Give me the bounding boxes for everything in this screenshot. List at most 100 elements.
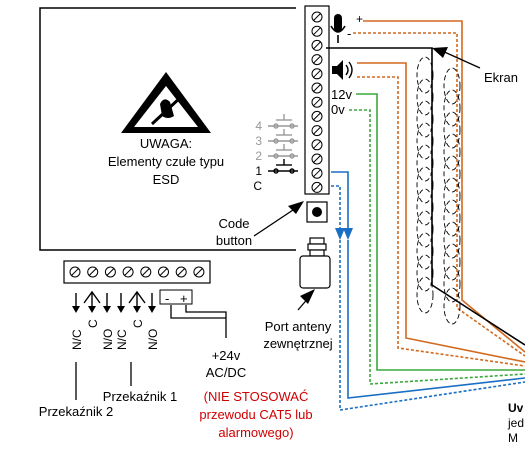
- relay-terminal-screw-slot: [177, 268, 186, 276]
- esd-warning-icon: [121, 72, 211, 133]
- antenna-label-2: zewnętrznej: [263, 336, 332, 351]
- terminal-minus-label: -: [347, 26, 351, 41]
- relay-switches: [268, 114, 298, 174]
- cable-twist-loop: [443, 287, 461, 325]
- cable-twist-loop: [443, 199, 461, 237]
- relay-terminal-screw-slot: [159, 268, 168, 276]
- power-label-1: +24v: [212, 348, 241, 363]
- terminal-12v-label: 12v: [331, 87, 352, 102]
- power-label-2: AC/DC: [206, 365, 246, 380]
- code-button-label-1: Code: [218, 216, 249, 231]
- terminal-screw-slot: [313, 112, 321, 121]
- ekran-arrow: [432, 47, 448, 58]
- cable-twist-loop: [416, 232, 434, 270]
- relay-common-label: C: [253, 179, 262, 193]
- cable-twist-loop: [443, 177, 461, 215]
- code-button-label-2: button: [216, 233, 252, 248]
- relay-terminal-screw-slot: [124, 268, 132, 276]
- cable-twist-loop: [443, 243, 461, 281]
- relay-contact-nc-1: N/C: [115, 329, 129, 350]
- antenna-label-1: Port anteny: [265, 319, 332, 334]
- relay-contact-no-2: N/O: [101, 329, 115, 350]
- cable-twist-loop: [416, 78, 434, 116]
- esd-warning-title: UWAGA:: [140, 136, 192, 151]
- cable-warning-1: (NIE STOSOWAĆ: [204, 389, 309, 404]
- terminal-block-relay: [63, 260, 211, 284]
- cable-warning-3: alarmowego): [218, 425, 293, 440]
- relay-arrow-heads: [72, 306, 156, 313]
- code-button-knob[interactable]: [312, 207, 322, 217]
- blue-arrow-solid: [343, 228, 353, 240]
- relay-terminal-screws: [69, 266, 205, 278]
- cable-twist-loop: [416, 188, 434, 226]
- relay-contact-nc-2: N/C: [70, 329, 84, 350]
- relay-contact-no-1: N/O: [146, 329, 160, 350]
- cable-twist: [416, 56, 461, 325]
- wire-green-0v-dashed: [349, 109, 525, 385]
- relay-1-label: Przekaźnik 1: [103, 389, 177, 404]
- terminal-screw-slot: [313, 169, 321, 178]
- speaker-icon: [332, 60, 353, 80]
- wire-blue-relay-dashed: [331, 185, 525, 411]
- terminal-screw-slot: [313, 183, 321, 192]
- cable-wires: [326, 20, 525, 411]
- relay-switch-1: [268, 159, 298, 174]
- relay-2-label: Przekaźnik 2: [39, 404, 113, 419]
- code-button-arrow: [288, 201, 304, 214]
- terminal-screw-slot: [313, 98, 321, 107]
- relay-contact-c-1: C: [131, 319, 145, 328]
- terminal-screw-slot: [313, 84, 321, 92]
- cable-twist-loop: [443, 265, 461, 303]
- wire-shield: [326, 47, 525, 346]
- cable-twist-loop: [443, 155, 461, 193]
- cable-twist-loop: [416, 276, 434, 314]
- wire-orange-mic-dashed: [353, 32, 525, 357]
- cable-twist-loop: [416, 166, 434, 204]
- cable-twist-loop: [443, 221, 461, 259]
- relay-power-plus: +: [180, 291, 188, 306]
- relay-number-3: 3: [255, 134, 262, 148]
- cable-twist-loop: [416, 100, 434, 138]
- cable-twist-loop: [416, 122, 434, 160]
- relay-power-minus: -: [165, 291, 169, 306]
- cable-twist-loop: [416, 254, 434, 292]
- relay-terminal-screw-slot: [88, 268, 97, 276]
- terminal-screw-slot: [313, 155, 321, 163]
- antenna-port: [299, 237, 331, 289]
- cable-twist-loop: [416, 144, 434, 182]
- cable-twist-loop: [416, 210, 434, 248]
- terminal-screw-slot: [313, 13, 321, 21]
- cable-warning-2: przewodu CAT5 lub: [199, 407, 312, 422]
- relay-switch-3: [268, 129, 298, 144]
- relay-terminal-screw-slot: [195, 268, 203, 276]
- relay-number-1: 1: [255, 164, 262, 178]
- note-text-3: M: [508, 431, 518, 445]
- relay-contact-c-2: C: [86, 319, 100, 328]
- relay-number-4: 4: [255, 119, 262, 133]
- terminal-screw-slot: [313, 55, 321, 64]
- terminal-plus-label: +: [356, 12, 363, 26]
- cable-twist-loop: [443, 67, 461, 105]
- power-wires: [170, 305, 227, 338]
- relay-terminal-screw-slot: [141, 268, 150, 276]
- note-text-2: jed: [507, 416, 524, 430]
- esd-warning-line1: Elementy czułe typu: [108, 154, 224, 169]
- terminal-screw-slot: [313, 69, 321, 78]
- relay-terminal-screw-slot: [106, 268, 115, 276]
- microphone-icon: [330, 14, 346, 43]
- relay-switch-4: [268, 114, 298, 129]
- wire-blue-relay: [331, 171, 525, 399]
- terminal-screw-slot: [313, 126, 321, 135]
- terminal-screw-slot: [313, 140, 321, 149]
- relay-number-2: 2: [255, 149, 262, 163]
- terminal-0v-label: 0v: [331, 102, 345, 117]
- cable-twist-loop: [416, 56, 434, 94]
- wire-orange-spk-dashed: [357, 76, 525, 367]
- relay-terminal-screw-slot: [71, 268, 79, 276]
- antenna-arrow: [300, 289, 315, 304]
- wire-orange-spk: [357, 62, 525, 363]
- cable-twist-loop: [443, 111, 461, 149]
- relay-switch-2: [268, 144, 298, 159]
- note-text-1: Uv: [508, 401, 524, 415]
